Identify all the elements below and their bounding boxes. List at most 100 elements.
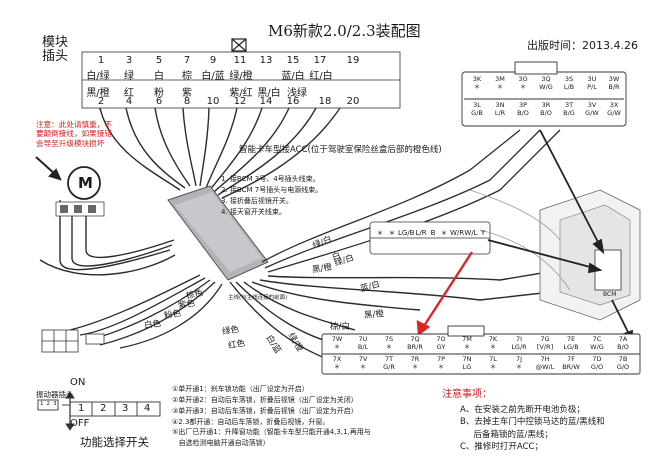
pin-color: 粉 [154, 88, 164, 99]
pin-color: 红/白 [309, 71, 333, 82]
connector-pin: 7T G/R [383, 355, 395, 371]
connector-pin: 7V ＊ [358, 355, 368, 371]
connector-pin: 7R ＊ [410, 355, 420, 371]
upgrade-module-box [167, 185, 269, 281]
mid-connector [369, 221, 491, 255]
dip-plug-title: 振动器插头 [36, 390, 74, 399]
pin-number: 4 [125, 96, 133, 107]
pin-color: 黑/白 [257, 88, 281, 99]
notes-title: 注意事项： [442, 389, 492, 400]
motor-icon [55, 166, 105, 217]
connector-pin: 7I LG/R [511, 335, 527, 351]
bcm-connector-7 [321, 325, 641, 375]
connector-pin: 7N LG [462, 355, 472, 371]
pin-number: 2 [97, 96, 105, 107]
connector-pin: 7Q BR/R [407, 335, 423, 351]
connector-pin: 3X G/W [607, 101, 621, 117]
pin-color: 棕 [182, 71, 192, 82]
connector-pin: ＊ [376, 229, 384, 237]
pin-color: 浅绿 [287, 88, 307, 99]
warning-arrow [35, 156, 62, 181]
pin-number: 6 [155, 96, 163, 107]
wiring-notes: 1. 接BCM 3号、4号插头线束。 2. 接BCM 7号插头与电源线束。 3.… [221, 175, 323, 216]
dip-switch-number[interactable]: 3 [122, 403, 129, 414]
connector-pin: 3R B/O [540, 101, 552, 117]
dip-switch-number[interactable]: 4 [144, 403, 151, 414]
pin-number: 12 [233, 96, 247, 107]
connector-pin: B [430, 229, 436, 237]
connector-pin: Y [480, 229, 486, 237]
function-list: ①单开通1：刹车锁功能（出厂设定为开启） ②单开通2：自动后车落锁，折叠后视镜（… [172, 385, 371, 448]
connector-pin: 7L ＊ [489, 355, 497, 371]
page-title: M6新款2.0/2.3装配图 [268, 22, 421, 40]
pin-number: 1 [97, 55, 105, 66]
connector-pin: 3V G/W [585, 101, 599, 117]
pin-number: 19 [346, 55, 360, 66]
connector-pin: 7U B/L [357, 335, 369, 351]
connector-pin: 3Q W/G [539, 75, 553, 91]
pin-number: 14 [259, 96, 273, 107]
pin-number: 16 [286, 96, 300, 107]
pin-color: 白/绿 [86, 71, 110, 82]
pin-number: 7 [183, 55, 191, 66]
connector-pin: 7M ＊ [462, 335, 472, 351]
acc-title: 智能卡车型接ACC(位于驾驶室保险丝盒后部的橙色线) [239, 145, 442, 155]
dip-off-label: OFF [70, 418, 90, 429]
wire-label: 白色 [143, 318, 162, 332]
bcm-unit [469, 189, 641, 321]
connector-pin: 7H @W/L [535, 355, 555, 371]
connector-pin: 3P B/O [517, 101, 529, 117]
pin-color: 白 [154, 71, 164, 82]
dip-switch-number[interactable]: 1 [78, 403, 85, 414]
connector-pin: L/R [415, 229, 427, 237]
wire-label: 棕/白 [330, 322, 350, 332]
pin-number: 3 [125, 55, 133, 66]
wires-to-bottom-connector [229, 264, 611, 361]
connector-pin: 3U P/L [587, 75, 597, 91]
small-connector [41, 329, 105, 353]
dip-switch-graphic [37, 391, 161, 431]
wire-label: 黑/橙 [363, 309, 385, 321]
connector-pin: 3M ＊ [495, 75, 505, 91]
function-switch-title: 功能选择开关 [80, 435, 149, 449]
connector-pin: 7C W/G [590, 335, 604, 351]
connector-pin: 3O ＊ [518, 75, 528, 91]
pin-color: 蓝/白 [281, 71, 305, 82]
connector-pin: W/L [464, 229, 478, 237]
connector-pin: ＊ [388, 229, 396, 237]
connector-pin: ＊ [440, 229, 448, 237]
module-pin-table: 1 3 5 7 9 11 13 15 17 19 白/绿 绿 白 棕 白/蓝 绿… [82, 52, 400, 108]
connector-pin: 7F BR/W [562, 355, 580, 371]
connector-pin: 3L G/B [471, 101, 483, 117]
bcm-label: BCM [603, 291, 617, 298]
pin-color: 红 [124, 88, 134, 99]
pin-number: 9 [209, 55, 217, 66]
connector-pin: 7W ＊ [331, 335, 343, 351]
pin-number: 17 [313, 55, 327, 66]
connector-pin: 7K ＊ [488, 335, 498, 351]
connector-pin: 7B G/O [616, 355, 630, 371]
connector-pin: LG/B [398, 229, 415, 237]
connector-pin: 3S L/B [563, 75, 575, 91]
notes-list: A、在安装之前先断开电池负极； B、去掉主车门中控锁马达的蓝/黑线和 后备箱锁的… [460, 405, 605, 452]
connector-pin: 7O GY [436, 335, 446, 351]
pin-number: 8 [183, 96, 191, 107]
connector-pin: 7D G/O [590, 355, 604, 371]
pin-color: 紫 [182, 88, 192, 99]
pin-number: 10 [206, 96, 220, 107]
connector-pin: 3W B/R [608, 75, 620, 91]
connector-pin: 7G [V/R] [536, 335, 554, 351]
connector-pin: 7P ＊ [436, 355, 446, 371]
crossed-box-icon [231, 38, 247, 52]
dip-on-label: ON [70, 377, 86, 388]
bcm-connector-3 [461, 61, 627, 127]
motor-label: M [78, 174, 93, 192]
pin-color: 绿 [124, 71, 134, 82]
connector-pin: 3N L/R [494, 101, 506, 117]
small-connector-label: 主线(与主线连接的前面) [228, 295, 288, 301]
harness-wires-top [99, 107, 341, 199]
pin-number: 18 [318, 96, 332, 107]
dip-switch-number[interactable]: 2 [100, 403, 107, 414]
pin-color: 白/蓝 [201, 71, 225, 82]
